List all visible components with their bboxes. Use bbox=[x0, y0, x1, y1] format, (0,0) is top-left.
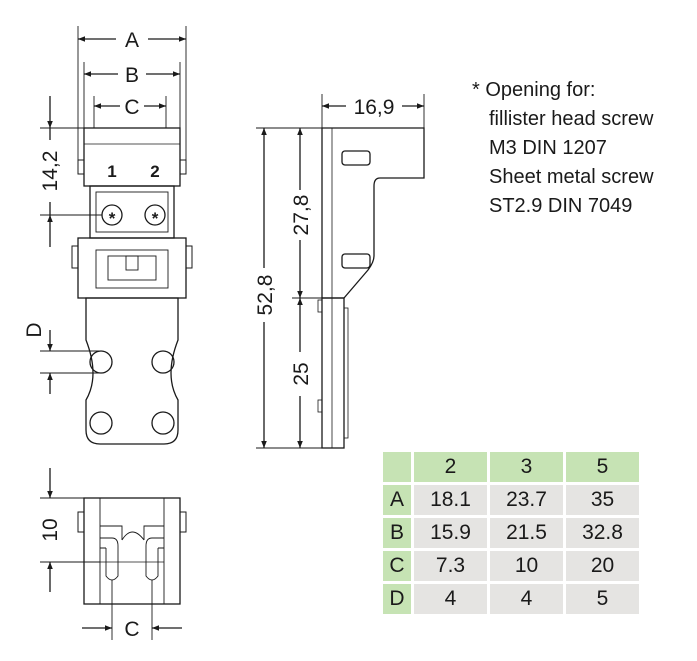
table-row: B 15.9 21.5 32.8 bbox=[383, 518, 639, 548]
dim-14-2-label: 14,2 bbox=[39, 151, 62, 192]
table-col-header: 5 bbox=[566, 452, 639, 482]
table-col-header: 3 bbox=[490, 452, 563, 482]
table-row-header: C bbox=[383, 551, 411, 581]
dim-bottom-C-label: C bbox=[124, 618, 139, 641]
position-1-label: 1 bbox=[107, 162, 116, 181]
table-row: D 4 4 5 bbox=[383, 584, 639, 614]
table-cell: 21.5 bbox=[490, 518, 563, 548]
dim-16-9-label: 16,9 bbox=[354, 96, 395, 119]
table-header-row: 2 3 5 bbox=[383, 452, 639, 482]
table-cell: 20 bbox=[566, 551, 639, 581]
table-cell: 4 bbox=[414, 584, 487, 614]
dim-25-label: 25 bbox=[290, 362, 313, 385]
note-line-5: ST2.9 DIN 7049 bbox=[489, 195, 633, 217]
table-cell: 15.9 bbox=[414, 518, 487, 548]
dim-A-label: A bbox=[125, 29, 139, 52]
table-cell: 4 bbox=[490, 584, 563, 614]
dim-C-label: C bbox=[124, 96, 139, 119]
table-cell: 32.8 bbox=[566, 518, 639, 548]
bottom-view bbox=[77, 497, 187, 605]
dim-D-label: D bbox=[23, 322, 46, 337]
table-row-header: D bbox=[383, 584, 411, 614]
note-line-1: Opening for: bbox=[485, 79, 596, 101]
table-cell: 5 bbox=[566, 584, 639, 614]
dim-B-label: B bbox=[125, 64, 139, 87]
dim-10-label: 10 bbox=[39, 518, 62, 541]
note-line-3: M3 DIN 1207 bbox=[489, 137, 607, 159]
dimension-table: 2 3 5 A 18.1 23.7 35 B 15.9 21.5 32.8 C … bbox=[380, 449, 642, 617]
note-star: * bbox=[472, 79, 480, 101]
table-row-header: B bbox=[383, 518, 411, 548]
table-row: A 18.1 23.7 35 bbox=[383, 485, 639, 515]
dim-27-8-label: 27,8 bbox=[290, 195, 313, 236]
screw-opening-star-2: * bbox=[152, 209, 159, 228]
front-view bbox=[71, 127, 193, 445]
side-view bbox=[317, 127, 425, 449]
position-2-label: 2 bbox=[150, 162, 159, 181]
table-corner-cell bbox=[383, 452, 411, 482]
table-cell: 18.1 bbox=[414, 485, 487, 515]
dim-52-8-label: 52,8 bbox=[254, 275, 277, 316]
screw-opening-star-1: * bbox=[109, 209, 116, 228]
table-cell: 7.3 bbox=[414, 551, 487, 581]
table-cell: 10 bbox=[490, 551, 563, 581]
table-cell: 35 bbox=[566, 485, 639, 515]
note-line-4: Sheet metal screw bbox=[489, 166, 654, 188]
table-cell: 23.7 bbox=[490, 485, 563, 515]
table-col-header: 2 bbox=[414, 452, 487, 482]
table-row-header: A bbox=[383, 485, 411, 515]
screw-opening-note: * Opening for: fillister head screw M3 D… bbox=[472, 76, 654, 221]
note-line-2: fillister head screw bbox=[489, 108, 654, 130]
table-row: C 7.3 10 20 bbox=[383, 551, 639, 581]
